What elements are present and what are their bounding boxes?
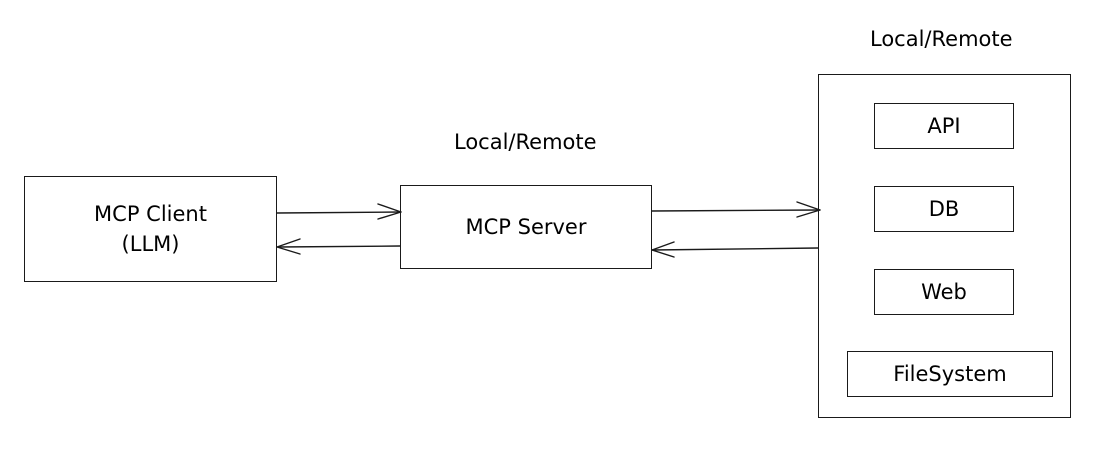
arrow-server-to-resources: [651, 201, 821, 218]
mcp-client-sublabel: (LLM): [121, 232, 180, 256]
resource-api: API: [874, 103, 1014, 149]
mcp-server-box: MCP Server: [400, 185, 652, 269]
resource-filesystem-label: FileSystem: [893, 361, 1007, 386]
resource-db-label: DB: [928, 196, 960, 221]
server-location-label: Local/Remote: [454, 130, 597, 154]
resource-web: Web: [874, 269, 1014, 315]
resource-api-label: API: [927, 113, 961, 138]
mcp-client-box: MCP Client (LLM): [24, 176, 277, 282]
resources-location-label: Local/Remote: [870, 27, 1013, 51]
resource-web-label: Web: [921, 279, 967, 304]
mcp-server-label: MCP Server: [465, 214, 587, 239]
mcp-client-label: MCP Client: [94, 201, 207, 226]
arrow-server-to-client: [276, 238, 401, 255]
arrow-client-to-server: [276, 203, 402, 220]
resource-filesystem: FileSystem: [847, 351, 1053, 397]
arrow-resources-to-server: [651, 241, 819, 258]
resource-db: DB: [874, 186, 1014, 232]
